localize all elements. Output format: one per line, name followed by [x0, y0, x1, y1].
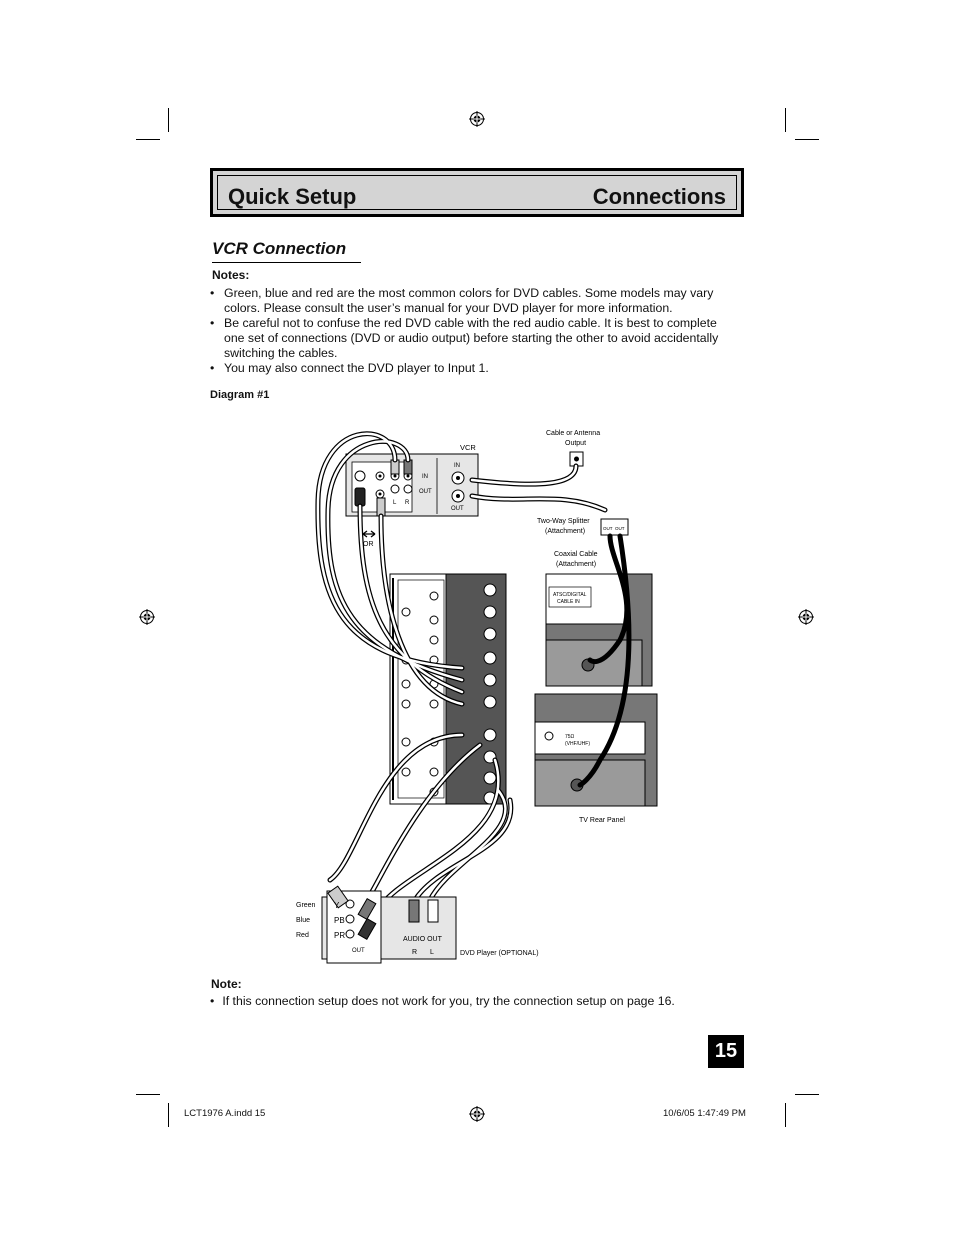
crop-mark [168, 1103, 169, 1127]
panel-vhf-label-2: (VHF/UHF) [565, 741, 590, 747]
y-label: Y [334, 901, 340, 910]
note-item: Green, blue and red are the most common … [210, 286, 740, 316]
green-label: Green [296, 902, 316, 909]
tv-rear-panel-label: TV Rear Panel [579, 817, 625, 824]
coax-label-1: Coaxial Cable [554, 551, 598, 558]
section-title: VCR Connection [212, 239, 347, 258]
dvd-player-label: DVD Player (OPTIONAL) [460, 950, 539, 957]
or-arrow-icon [362, 530, 376, 538]
coax-label-2: (Attachment) [556, 561, 596, 568]
crop-mark [785, 108, 786, 132]
registration-mark-icon [798, 609, 814, 625]
page-header-inner: Quick Setup Connections [217, 175, 737, 210]
dvd-out-label: OUT [352, 948, 365, 954]
page-header: Quick Setup Connections [210, 168, 744, 217]
atsc-label-2: CABLE IN [557, 599, 580, 605]
notes-label: Notes: [212, 268, 250, 282]
header-left-title: Quick Setup [228, 184, 357, 209]
splitter-icon [600, 518, 629, 536]
red-label: Red [296, 932, 309, 939]
splitter-out-2: OUT [615, 526, 625, 531]
note-text-content: If this connection setup does not work f… [222, 994, 675, 1008]
vcr-in-label: IN [422, 474, 428, 480]
crop-mark [168, 108, 169, 132]
splitter-label-2: (Attachment) [545, 528, 585, 535]
audio-r-label: R [412, 949, 417, 956]
note-item: You may also connect the DVD player to I… [210, 361, 740, 376]
registration-mark-icon [469, 111, 485, 127]
cable-antenna-label-2: Output [565, 440, 586, 447]
splitter-label-1: Two-Way Splitter [537, 518, 590, 525]
vcr-l-label: L [393, 500, 397, 506]
vcr-ant-in-label: IN [454, 463, 460, 469]
audio-out-label: AUDIO OUT [403, 936, 443, 943]
vcr-ant-out-label: OUT [451, 506, 464, 512]
registration-mark-icon [139, 609, 155, 625]
vcr-r-label: R [405, 500, 410, 506]
footer-left: LCT1976 A.indd 15 [184, 1108, 266, 1119]
pb-label: PB [334, 916, 345, 925]
audio-l-label: L [430, 949, 434, 956]
blue-label: Blue [296, 917, 310, 924]
header-right-title: Connections [592, 184, 726, 209]
pr-label: PR [334, 931, 345, 940]
crop-mark [785, 1103, 786, 1127]
dvd-player [321, 885, 457, 964]
note-item: Be careful not to confuse the red DVD ca… [210, 316, 740, 361]
vcr-out-label: OUT [419, 489, 432, 495]
note-label: Note: [211, 977, 242, 991]
crop-mark [795, 139, 819, 140]
crop-mark [136, 139, 160, 140]
panel-vhf-label: 75Ω [565, 734, 575, 740]
crop-mark [795, 1094, 819, 1095]
footer-right: 10/6/05 1:47:49 PM [663, 1108, 746, 1119]
diagram-label: Diagram #1 [210, 389, 270, 401]
vcr-label: VCR [460, 443, 476, 452]
page-number: 15 [708, 1035, 744, 1068]
section-divider [212, 262, 361, 263]
atsc-label-1: ATSC/DIGITAL [553, 592, 587, 598]
notes-list: Green, blue and red are the most common … [210, 286, 740, 376]
or-label: OR [363, 541, 374, 548]
cable-antenna-label-1: Cable or Antenna [546, 430, 600, 437]
splitter-out-1: OUT [603, 526, 613, 531]
note-text: If this connection setup does not work f… [210, 994, 675, 1008]
registration-mark-icon [469, 1106, 485, 1122]
crop-mark [136, 1094, 160, 1095]
